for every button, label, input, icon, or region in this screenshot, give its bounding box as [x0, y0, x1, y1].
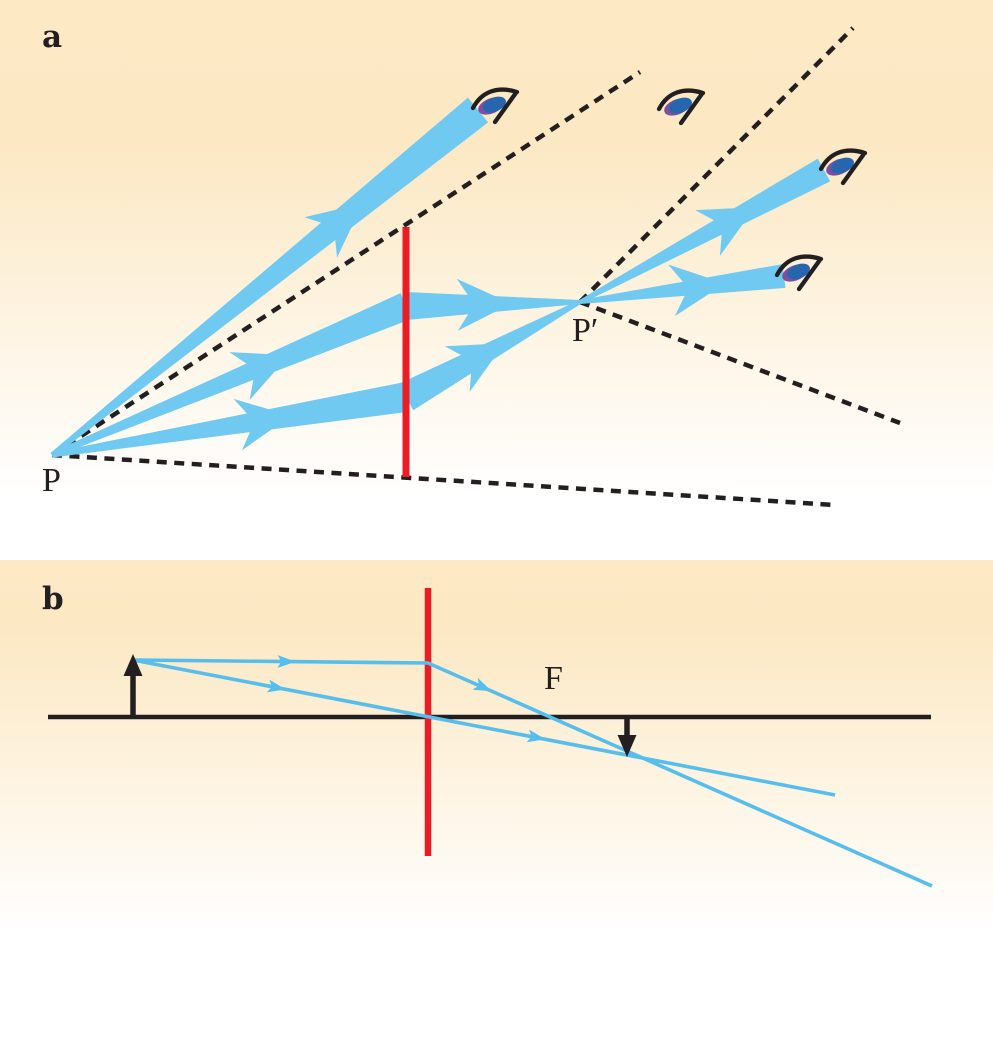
- eye-1-icon: [470, 87, 520, 125]
- lower-eyelid: [678, 92, 704, 126]
- iris-blue: [669, 97, 692, 114]
- point-p-prime-label: P′: [572, 312, 599, 349]
- panel-a-label: a: [42, 19, 63, 55]
- beam-arrowhead-icon: [229, 352, 290, 400]
- beam-through-lens-lower: [51, 264, 786, 458]
- beam-through-lens-upper: [51, 158, 831, 458]
- beam-arrowhead-icon: [668, 264, 726, 317]
- central-ray: [132, 658, 836, 797]
- divergence-edge-lower-dashed: [579, 299, 901, 426]
- arrow-head: [617, 735, 637, 757]
- lower-eyelid: [492, 91, 518, 125]
- iris-blue: [831, 157, 854, 174]
- eye-3-icon: [818, 148, 868, 186]
- beam-arrowhead-icon: [456, 278, 512, 331]
- ray-line: [132, 658, 836, 797]
- beam-wedge: [579, 158, 831, 304]
- point-p-label: P: [42, 462, 61, 499]
- arrow-head: [123, 654, 143, 676]
- image-arrow: [617, 718, 637, 757]
- iris-blue: [483, 96, 506, 113]
- lower-eyelid: [840, 152, 866, 186]
- beam-wedge: [51, 293, 412, 458]
- lower-eyelid: [796, 258, 822, 292]
- iris-blue: [787, 263, 810, 280]
- beam-wedge: [579, 264, 786, 304]
- ray-arrowhead-icon: [472, 677, 492, 692]
- beam-wedge: [50, 97, 489, 457]
- eye-2-icon: [656, 88, 706, 126]
- ray-arrowhead-icon: [277, 655, 296, 668]
- direct-beam-to-eye-1: [50, 97, 489, 457]
- aperture-edge-lower-dashed: [51, 452, 835, 508]
- upper-eyelid: [774, 254, 824, 278]
- upper-eyelid: [818, 148, 868, 172]
- aperture-edge-upper-dashed: [50, 70, 642, 457]
- ray-line: [132, 658, 933, 888]
- ray-arrowhead-icon: [526, 729, 546, 743]
- divergence-edge-upper-dashed: [578, 26, 855, 304]
- beam-arrowhead-icon: [444, 343, 505, 392]
- upper-eyelid: [656, 88, 706, 112]
- beam-wedge: [51, 382, 409, 458]
- upper-eyelid: [470, 87, 520, 111]
- panel-b-background: [0, 560, 993, 1038]
- parallel-ray: [132, 655, 933, 888]
- focal-point-label: F: [544, 660, 563, 697]
- ray-arrowhead-icon: [266, 679, 286, 693]
- object-arrow: [123, 654, 143, 717]
- beam-arrowhead-icon: [695, 207, 755, 256]
- panel-b-label: b: [42, 581, 64, 617]
- beam-arrowhead-icon: [233, 398, 291, 451]
- eye-4-icon: [774, 254, 824, 292]
- beam-arrowhead-icon: [304, 203, 363, 258]
